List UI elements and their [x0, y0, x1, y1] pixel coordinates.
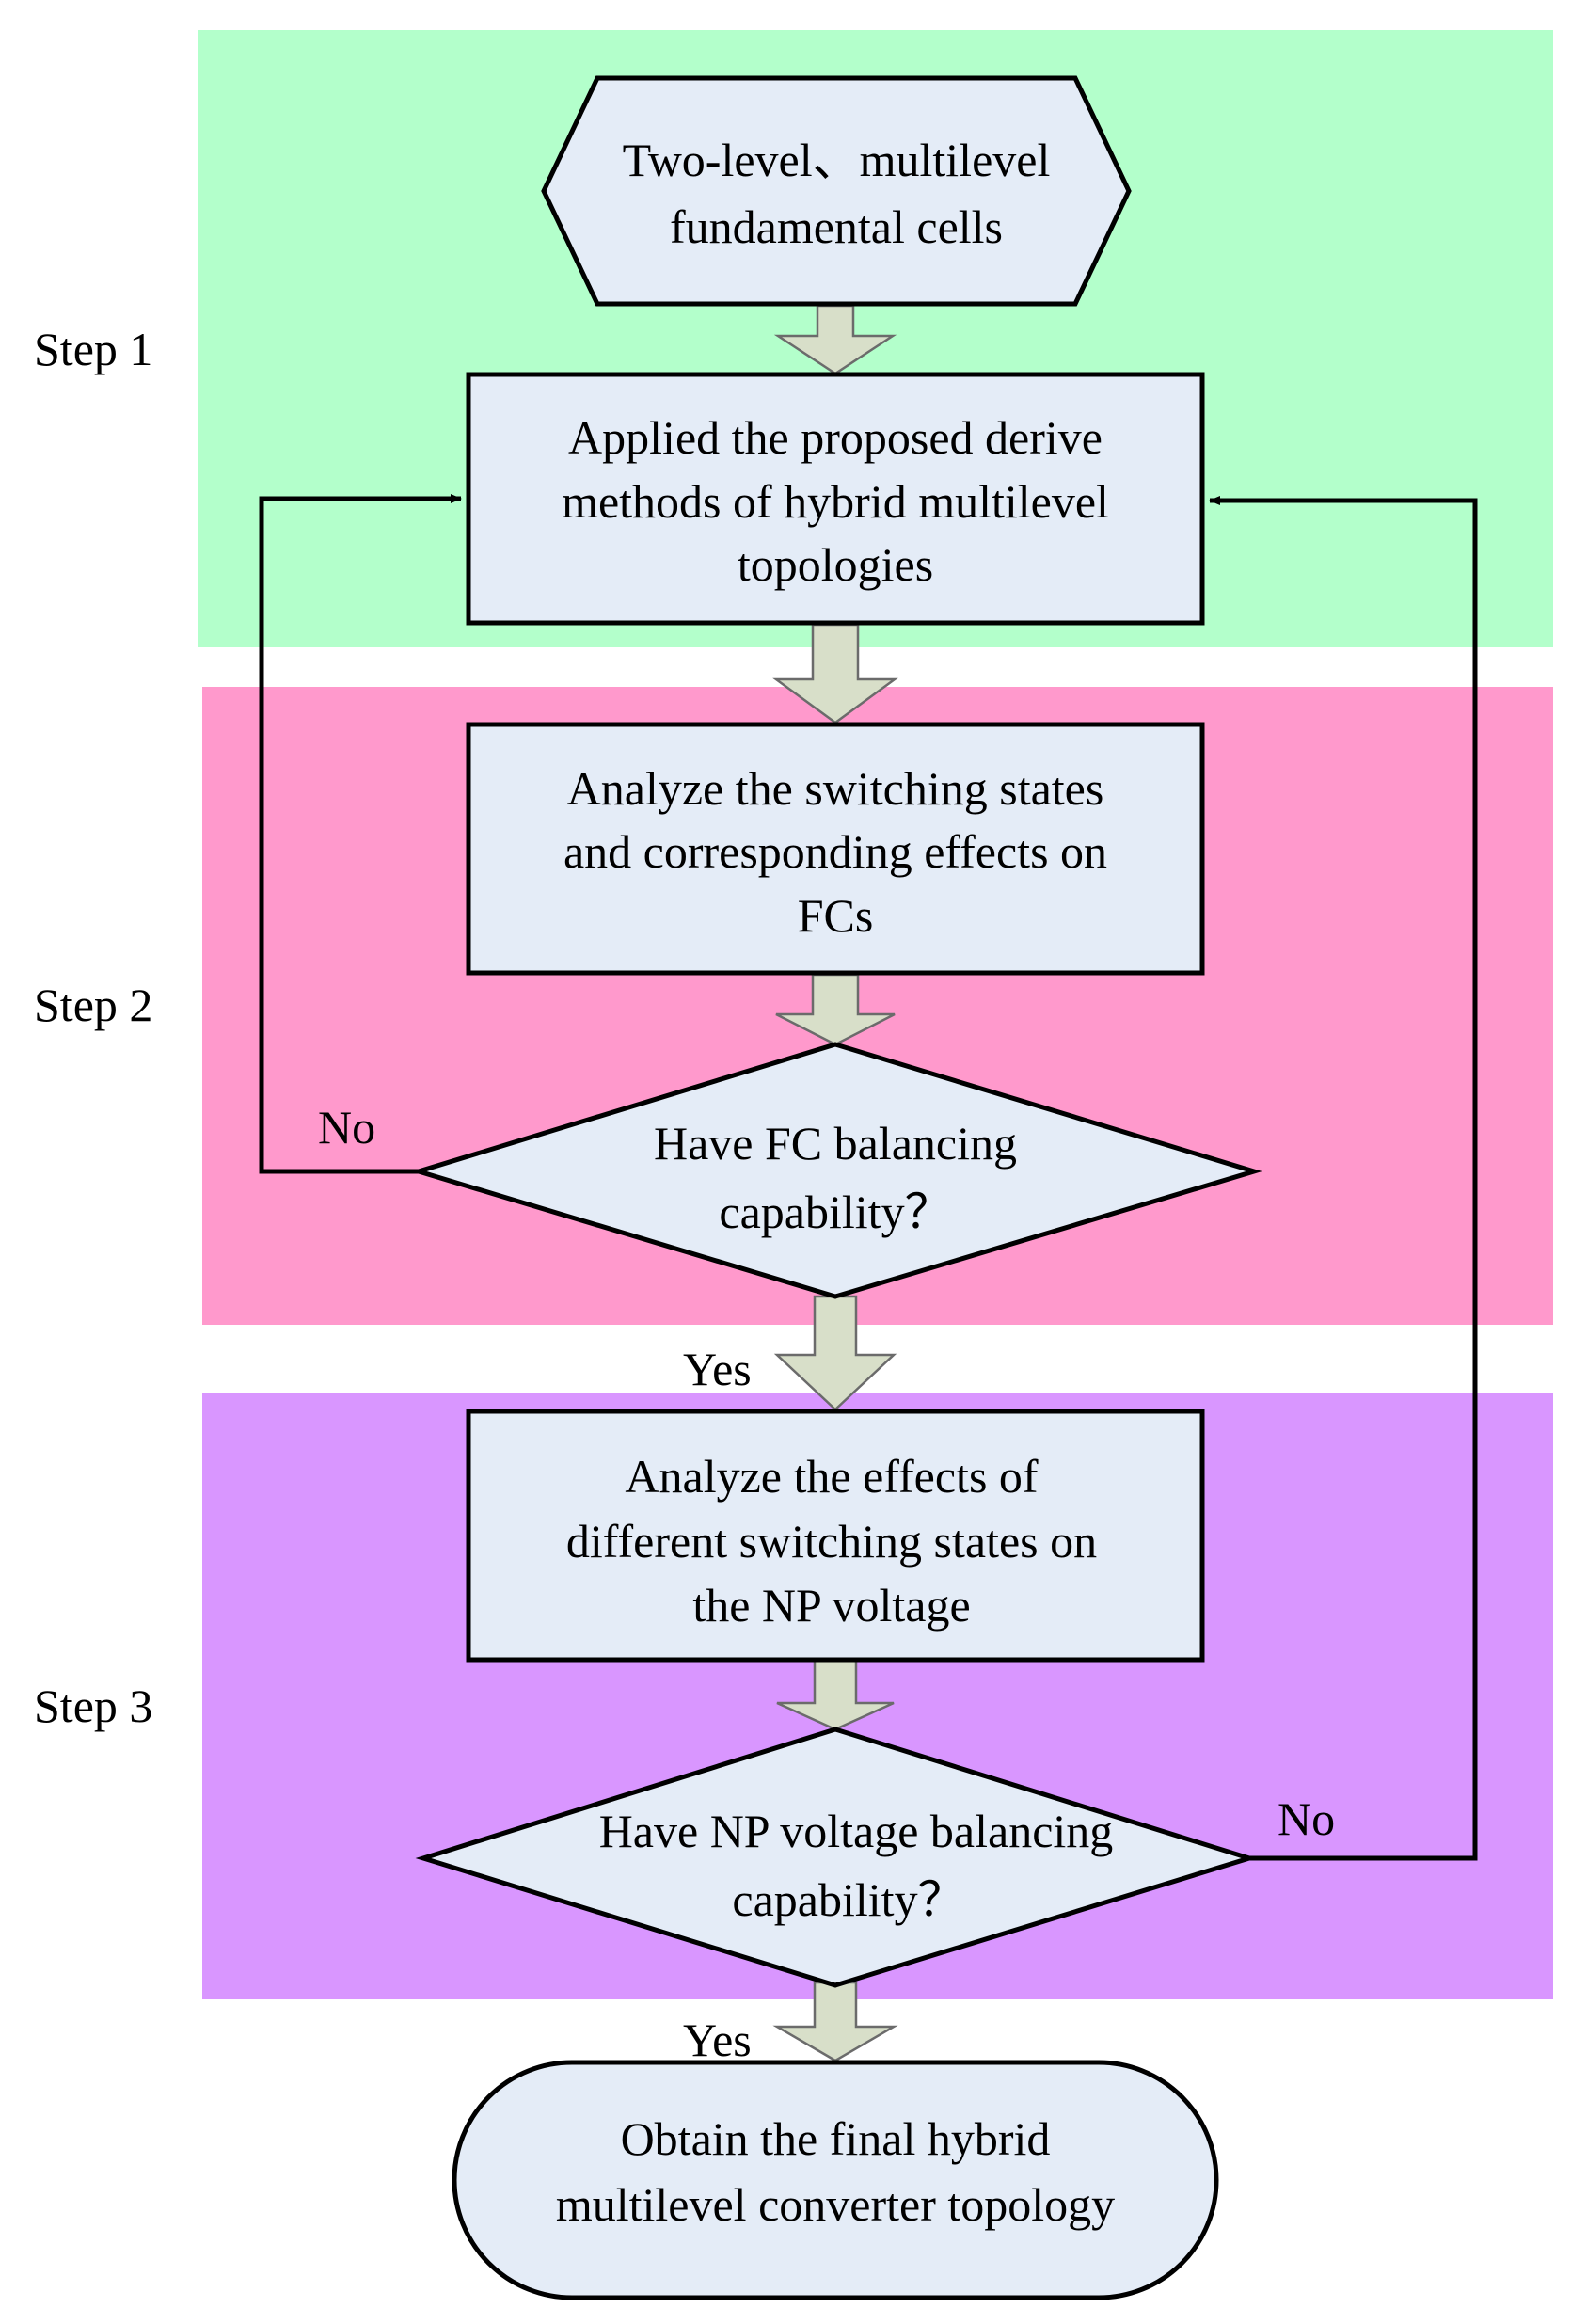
arrow-switching-to-fc-decision	[775, 973, 896, 1046]
step1-label: Step 1	[34, 323, 152, 375]
end-text-line2: multilevel converter topology	[556, 2178, 1115, 2231]
switching-text-line3: FCs	[798, 889, 874, 942]
np-decision-text-line2: capability？	[732, 1873, 964, 1926]
derive-process-box	[466, 372, 1205, 626]
np-no-label: No	[1277, 1792, 1335, 1845]
fc-yes-label: Yes	[683, 1343, 752, 1395]
fc-no-loop-connector	[259, 494, 462, 1174]
arrow-start-to-derive	[773, 304, 897, 375]
switching-text-line1: Analyze the switching states	[567, 762, 1104, 815]
fc-decision-diamond	[410, 1042, 1262, 1299]
fc-no-label: No	[318, 1101, 375, 1154]
step3-label: Step 3	[34, 1679, 152, 1732]
arrow-np-decision-to-end	[772, 1981, 898, 2062]
fc-decision-text-line2: capability？	[719, 1186, 951, 1238]
np-decision-diamond	[415, 1727, 1258, 1988]
arrow-derive-to-switching	[772, 623, 898, 724]
np-analysis-text-line3: the NP voltage	[692, 1579, 970, 1632]
arrow-np-analysis-to-np-decision	[776, 1659, 895, 1731]
derive-text-line2: methods of hybrid multilevel	[562, 475, 1109, 528]
start-text-line1: Two-level、multilevel	[623, 134, 1051, 186]
switching-text-line2: and corresponding effects on	[563, 825, 1107, 878]
switching-process-box	[466, 722, 1205, 976]
derive-text-line1: Applied the proposed derive	[568, 411, 1103, 464]
np-decision-text-line1: Have NP voltage balancing	[599, 1805, 1114, 1857]
fc-decision-text-line1: Have FC balancing	[654, 1117, 1017, 1170]
end-terminator	[452, 2060, 1219, 2300]
start-hexagon	[541, 75, 1132, 307]
np-no-loop-connector	[1209, 496, 1478, 1861]
end-text-line1: Obtain the final hybrid	[621, 2112, 1051, 2165]
arrow-fc-decision-to-np-analysis	[773, 1295, 897, 1411]
np-yes-label: Yes	[683, 2014, 752, 2066]
np-analysis-process-box	[466, 1409, 1205, 1663]
step2-label: Step 2	[34, 979, 152, 1031]
derive-text-line3: topologies	[738, 538, 933, 591]
start-text-line2: fundamental cells	[670, 200, 1003, 253]
np-analysis-text-line1: Analyze the effects of	[625, 1450, 1038, 1503]
np-analysis-text-line2: different switching states on	[566, 1515, 1097, 1568]
